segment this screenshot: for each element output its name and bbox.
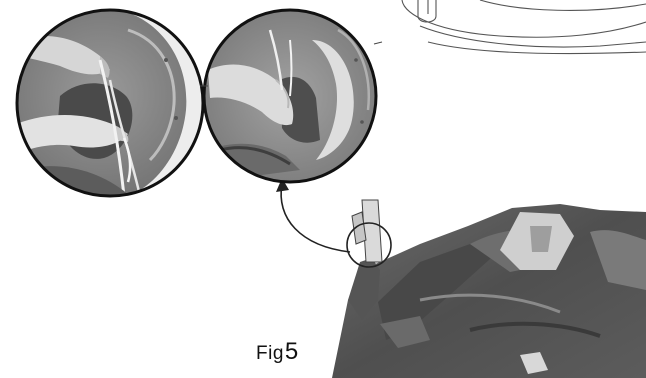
figure-label-prefix: Fig xyxy=(256,344,284,363)
figure-label-number: 5 xyxy=(285,340,298,364)
figure-caption: Fig 5 xyxy=(256,340,298,364)
